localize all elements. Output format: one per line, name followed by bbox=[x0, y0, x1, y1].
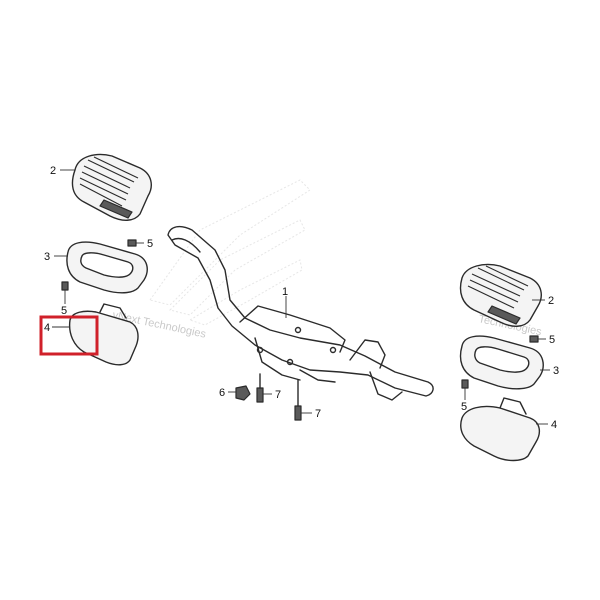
callout-5-left-bottom: 5 bbox=[61, 305, 67, 317]
callout-2-right: 2 bbox=[548, 295, 554, 307]
callout-2-left: 2 bbox=[50, 165, 56, 177]
bolt-right-bottom-part-5 bbox=[461, 379, 469, 400]
step-cover-left-part-4 bbox=[68, 303, 139, 366]
step-cover-right-part-4 bbox=[460, 397, 541, 462]
callout-1: 1 bbox=[282, 286, 288, 298]
callout-4-right: 4 bbox=[551, 419, 557, 431]
step-holder-right-part-3 bbox=[459, 335, 544, 390]
bolt-left-top-part-5 bbox=[127, 239, 144, 247]
callout-5-right-bottom: 5 bbox=[461, 401, 467, 413]
callout-5-left-top: 5 bbox=[147, 238, 153, 250]
step-pad-left-part-2 bbox=[71, 153, 152, 221]
bolt-right-top-part-5 bbox=[529, 335, 546, 343]
callout-4-left: 4 bbox=[44, 322, 50, 334]
step-holder-left-part-3 bbox=[66, 241, 148, 294]
bolt-left-bottom-part-5 bbox=[61, 281, 69, 304]
callout-7-b: 7 bbox=[315, 408, 321, 420]
bolt-part-7-a bbox=[256, 373, 264, 403]
callout-7-a: 7 bbox=[275, 389, 281, 401]
callout-5-right-top: 5 bbox=[549, 334, 555, 346]
step-pad-right-part-2 bbox=[459, 263, 542, 327]
nut-part-6 bbox=[235, 385, 251, 401]
callout-3-right: 3 bbox=[553, 365, 559, 377]
bolt-part-7-b bbox=[294, 379, 302, 421]
highlight-box-part-4 bbox=[39, 315, 99, 356]
step-bracket-part-1 bbox=[167, 225, 434, 401]
leader-lines bbox=[52, 169, 550, 425]
callout-3-left: 3 bbox=[44, 251, 50, 263]
callout-6: 6 bbox=[219, 387, 225, 399]
